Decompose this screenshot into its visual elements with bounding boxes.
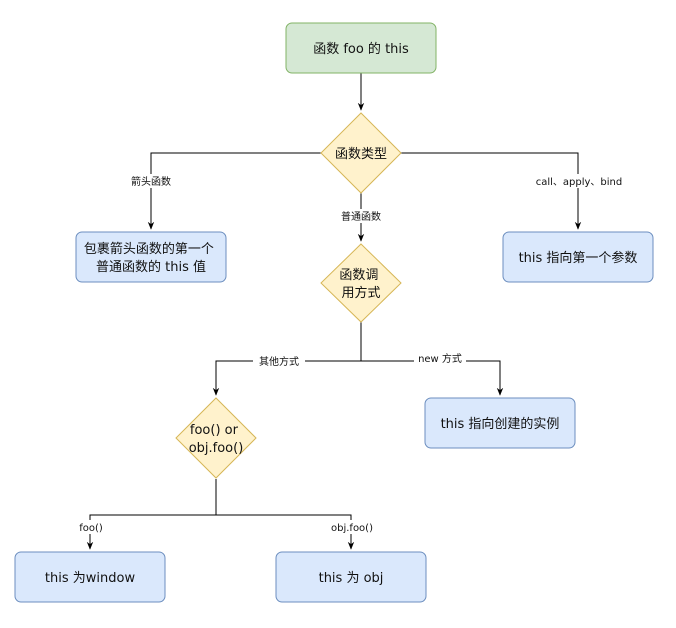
edge-label-normal-fn: 普通函数 <box>341 210 381 223</box>
edge-label-other-way: 其他方式 <box>259 355 299 368</box>
edge-label-obj-call: obj.foo() <box>331 523 373 534</box>
edge-labels: 箭头函数 普通函数 call、apply、bind 其他方式 new 方式 fo… <box>76 174 624 534</box>
edge-label-arrow-fn: 箭头函数 <box>131 175 171 188</box>
function-type-label: 函数类型 <box>335 147 387 162</box>
call-mode-decision: 函数调 用方式 <box>320 243 402 323</box>
foo-or-obj-diamond <box>175 397 257 479</box>
call-apply-bind-result-label: this 指向第一个参数 <box>519 250 638 266</box>
new-instance-result: this 指向创建的实例 <box>424 397 576 449</box>
window-result-box <box>14 551 166 603</box>
function-type-decision: 函数类型 <box>320 112 402 194</box>
new-instance-result-label: this 指向创建的实例 <box>441 416 560 432</box>
edge-label-foo-call: foo() <box>79 523 103 534</box>
window-result-label: this 为window <box>45 571 136 586</box>
start-node: 函数 foo 的 this <box>285 22 437 74</box>
edge-mode-to-new-result <box>361 360 504 396</box>
edge-type-to-arrow-result <box>147 152 321 230</box>
edge-decision-to-window <box>86 479 217 550</box>
obj-result: this 为 obj <box>275 551 427 603</box>
new-instance-result-box <box>424 397 576 449</box>
nodes: 函数 foo 的 this 函数类型 包裹箭头函数的第一个 普通函数的 this… <box>14 22 654 603</box>
window-result: this 为window <box>14 551 166 603</box>
call-mode-diamond <box>320 243 402 323</box>
arrow-function-result: 包裹箭头函数的第一个 普通函数的 this 值 <box>75 231 227 283</box>
foo-or-obj-decision: foo() or obj.foo() <box>175 397 257 479</box>
start-label: 函数 foo 的 this <box>313 41 409 57</box>
arrow-function-result-box <box>75 231 227 283</box>
edge-decision-to-obj <box>216 514 355 550</box>
obj-result-label: this 为 obj <box>319 571 384 586</box>
edge-label-new-way: new 方式 <box>418 352 462 365</box>
start-box <box>285 22 437 74</box>
call-apply-bind-result: this 指向第一个参数 <box>502 231 654 283</box>
edge-type-to-call-result <box>401 152 582 230</box>
obj-result-box <box>275 551 427 603</box>
foo-or-obj-label: foo() or obj.foo() <box>189 423 244 456</box>
edge-label-call-apply-bind: call、apply、bind <box>536 177 623 188</box>
call-apply-bind-result-box <box>502 231 654 283</box>
call-mode-label: 函数调 用方式 <box>339 268 382 301</box>
function-type-diamond <box>320 112 402 194</box>
arrow-function-result-label: 包裹箭头函数的第一个 普通函数的 this 值 <box>84 241 218 275</box>
